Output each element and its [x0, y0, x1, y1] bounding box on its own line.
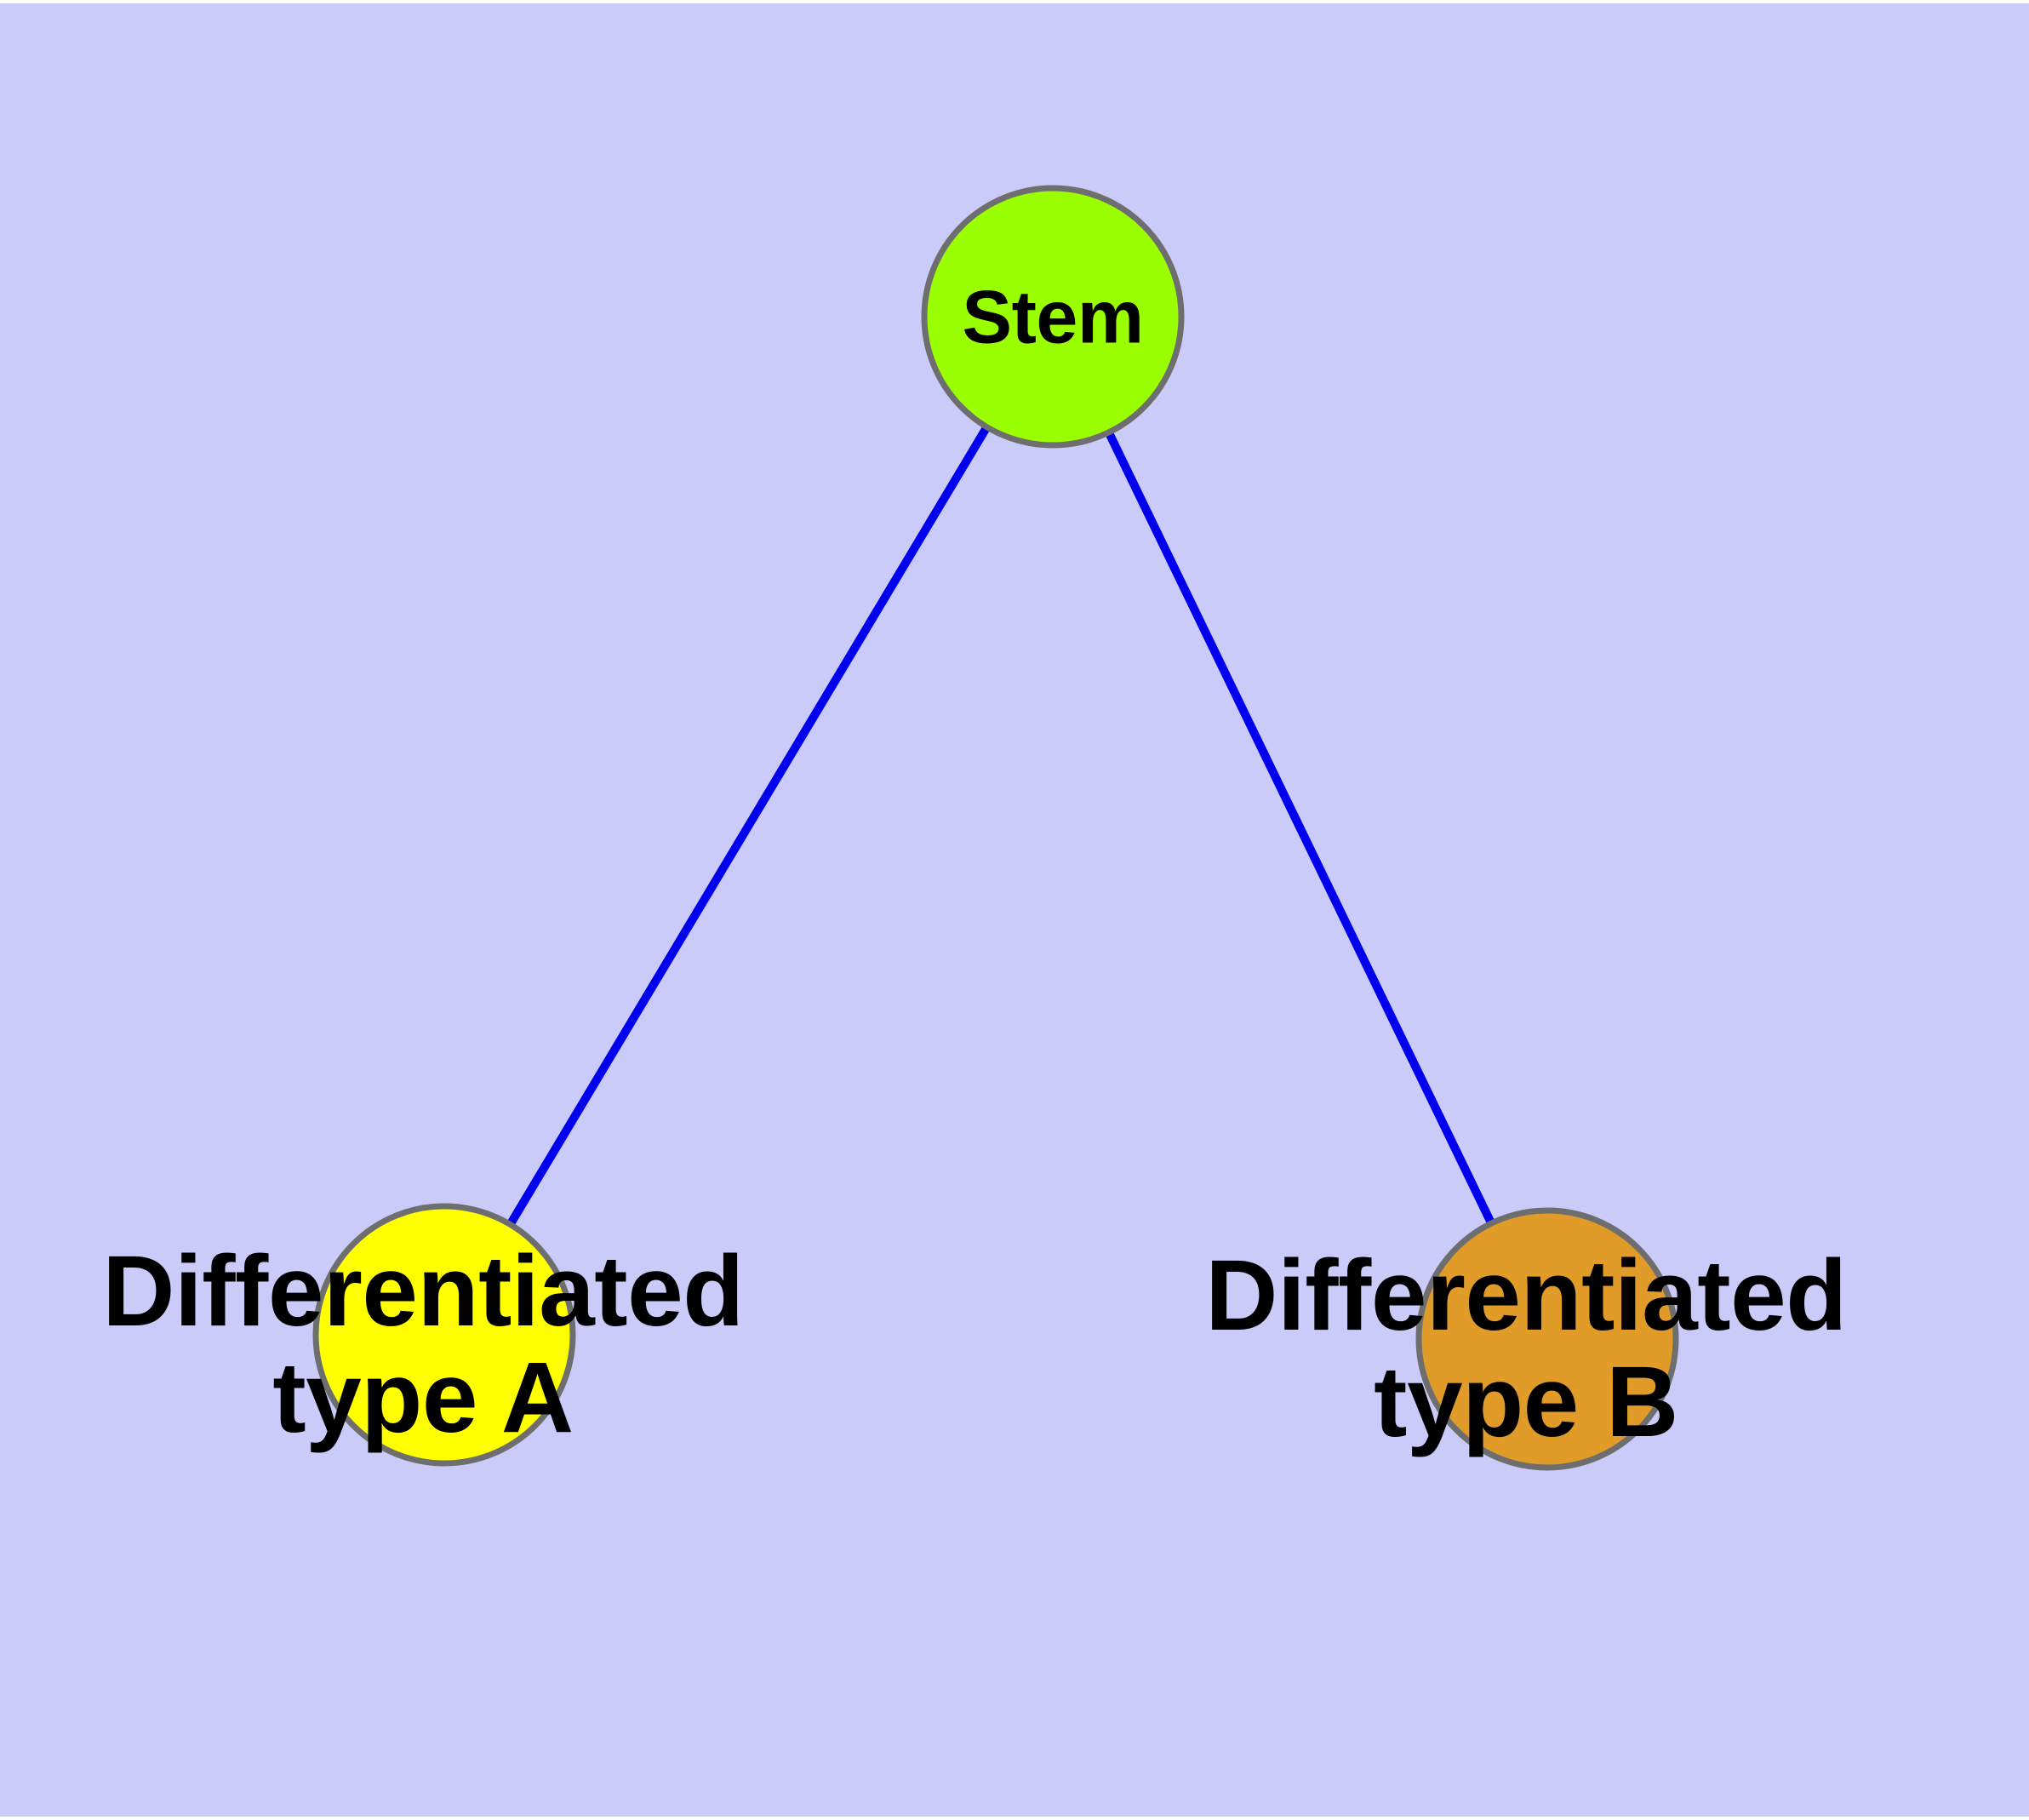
node-layer: [312, 185, 1679, 1471]
node-stem[interactable]: [921, 185, 1185, 449]
node-differentiated-type-a[interactable]: [312, 1203, 576, 1467]
edge-stem-to-diff-a[interactable]: [440, 314, 1057, 1337]
edge-stem-to-diff-b[interactable]: [1049, 314, 1552, 1342]
edge-layer: [440, 314, 1552, 1342]
node-differentiated-type-b[interactable]: [1415, 1207, 1679, 1471]
